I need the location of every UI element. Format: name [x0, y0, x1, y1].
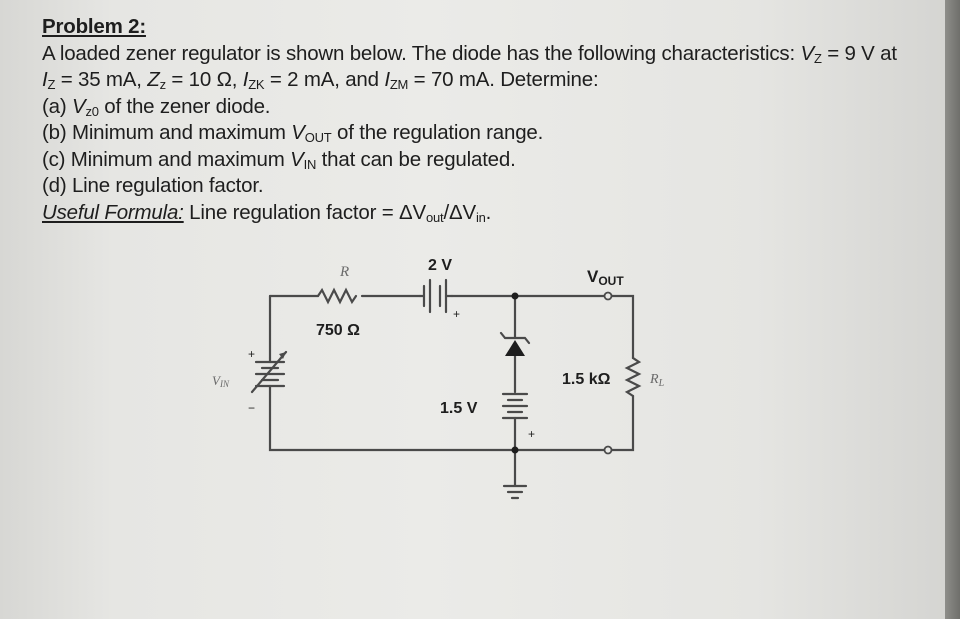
- question-b-text: of the regulation range.: [331, 121, 544, 144]
- vz-subscript: Z: [813, 50, 822, 66]
- izk-subscript: ZK: [248, 77, 265, 92]
- wire-bottom: [268, 386, 607, 452]
- ground-symbol: [502, 448, 528, 500]
- izm-subscript: ZM: [389, 77, 409, 92]
- junction-bottom: [511, 446, 519, 454]
- battery-1-5v: [501, 392, 529, 420]
- intro-line-1: A loaded zener regulator is shown below.…: [42, 41, 902, 68]
- zener-diode: [505, 340, 525, 356]
- vout-label: VOUT: [587, 267, 624, 288]
- vout-terminal-top: [603, 291, 613, 301]
- question-a-text: of the zener diode.: [98, 94, 271, 118]
- variable-arrowhead: [279, 352, 286, 359]
- izk-symbol: I: [242, 68, 249, 91]
- vin-plus: +: [248, 347, 255, 361]
- wire-right-bottom: [609, 394, 635, 452]
- vin-symbol: V: [290, 147, 304, 171]
- iz-value: = 35 mA,: [55, 68, 148, 91]
- vin-label-subscript: IN: [219, 379, 230, 389]
- variable-arrow: [250, 350, 288, 394]
- bias-plus: +: [528, 427, 535, 441]
- vout-label-symbol: V: [587, 267, 599, 286]
- monitor-bezel-edge: [945, 0, 960, 619]
- resistor-rl: [624, 356, 642, 398]
- question-c: (c) Minimum and maximum VIN that can be …: [42, 147, 902, 174]
- battery-2v-plus: +: [453, 307, 460, 321]
- izm-symbol: I: [384, 68, 390, 91]
- r-symbol: R: [339, 264, 349, 280]
- intro-text: A loaded zener regulator is shown below.…: [42, 41, 801, 65]
- formula-sub-out: out: [425, 209, 444, 225]
- rl-label: RL: [649, 372, 665, 389]
- vout-terminal-bottom: [603, 445, 613, 455]
- question-d: (d) Line regulation factor.: [42, 173, 902, 200]
- vin-label-symbol: V: [212, 373, 222, 388]
- question-d-text: (d) Line regulation factor.: [42, 174, 264, 197]
- wire-right-top: [609, 294, 635, 360]
- problem-text: Problem 2: A loaded zener regulator is s…: [42, 14, 902, 226]
- formula-label: Useful Formula:: [42, 200, 184, 224]
- question-c-text: that can be regulated.: [316, 147, 516, 171]
- rl-value: 1.5 kΩ: [562, 371, 611, 388]
- izk-value: = 2 mA, and: [264, 68, 385, 91]
- izm-value: = 70 mA. Determine:: [408, 68, 599, 91]
- vin-minus: −: [248, 401, 255, 415]
- rl-label-symbol: R: [649, 372, 659, 387]
- vz-value: = 9 V at: [821, 41, 897, 65]
- vin-label: VIN: [212, 373, 230, 389]
- junction-top: [511, 292, 519, 300]
- zz-subscript: z: [159, 77, 167, 92]
- formula-line: Useful Formula: Line regulation factor =…: [42, 200, 902, 227]
- vin-subscript: IN: [303, 156, 317, 172]
- question-b: (b) Minimum and maximum VOUT of the regu…: [42, 120, 902, 147]
- bias-value: 1.5 V: [440, 400, 478, 417]
- problem-title: Problem 2:: [42, 15, 146, 38]
- vz-symbol: V: [800, 41, 814, 65]
- zz-value: = 10 Ω,: [165, 68, 243, 91]
- vout-symbol: V: [291, 121, 305, 144]
- vz0-subscript: z0: [85, 103, 99, 119]
- formula-end: .: [485, 200, 492, 224]
- battery-2v-label: 2 V: [428, 257, 452, 274]
- question-b-prefix: (b) Minimum and maximum: [42, 121, 292, 144]
- question-a: (a) Vz0 of the zener diode.: [42, 94, 902, 121]
- rl-label-subscript: L: [658, 378, 665, 389]
- iz-symbol: I: [42, 68, 48, 91]
- formula-text: Line regulation factor = ΔV: [183, 200, 426, 224]
- formula-divider: /ΔV: [443, 200, 476, 224]
- iz-subscript: Z: [47, 77, 56, 92]
- question-a-prefix: (a): [42, 94, 72, 118]
- intro-line-2: IZ = 35 mA, Zz = 10 Ω, IZK = 2 mA, and I…: [42, 67, 902, 94]
- resistor-r: [316, 287, 358, 305]
- problem-title-line: Problem 2:: [42, 14, 902, 41]
- vz0-symbol: V: [71, 94, 86, 118]
- vout-label-subscript: OUT: [598, 274, 624, 288]
- zener-bar: [499, 331, 531, 345]
- formula-sub-in: in: [475, 209, 486, 225]
- battery-2v: [422, 278, 448, 314]
- question-c-prefix: (c) Minimum and maximum: [42, 147, 291, 171]
- vout-subscript: OUT: [304, 130, 332, 145]
- r-value: 750 Ω: [316, 322, 360, 339]
- zz-symbol: Z: [147, 68, 160, 91]
